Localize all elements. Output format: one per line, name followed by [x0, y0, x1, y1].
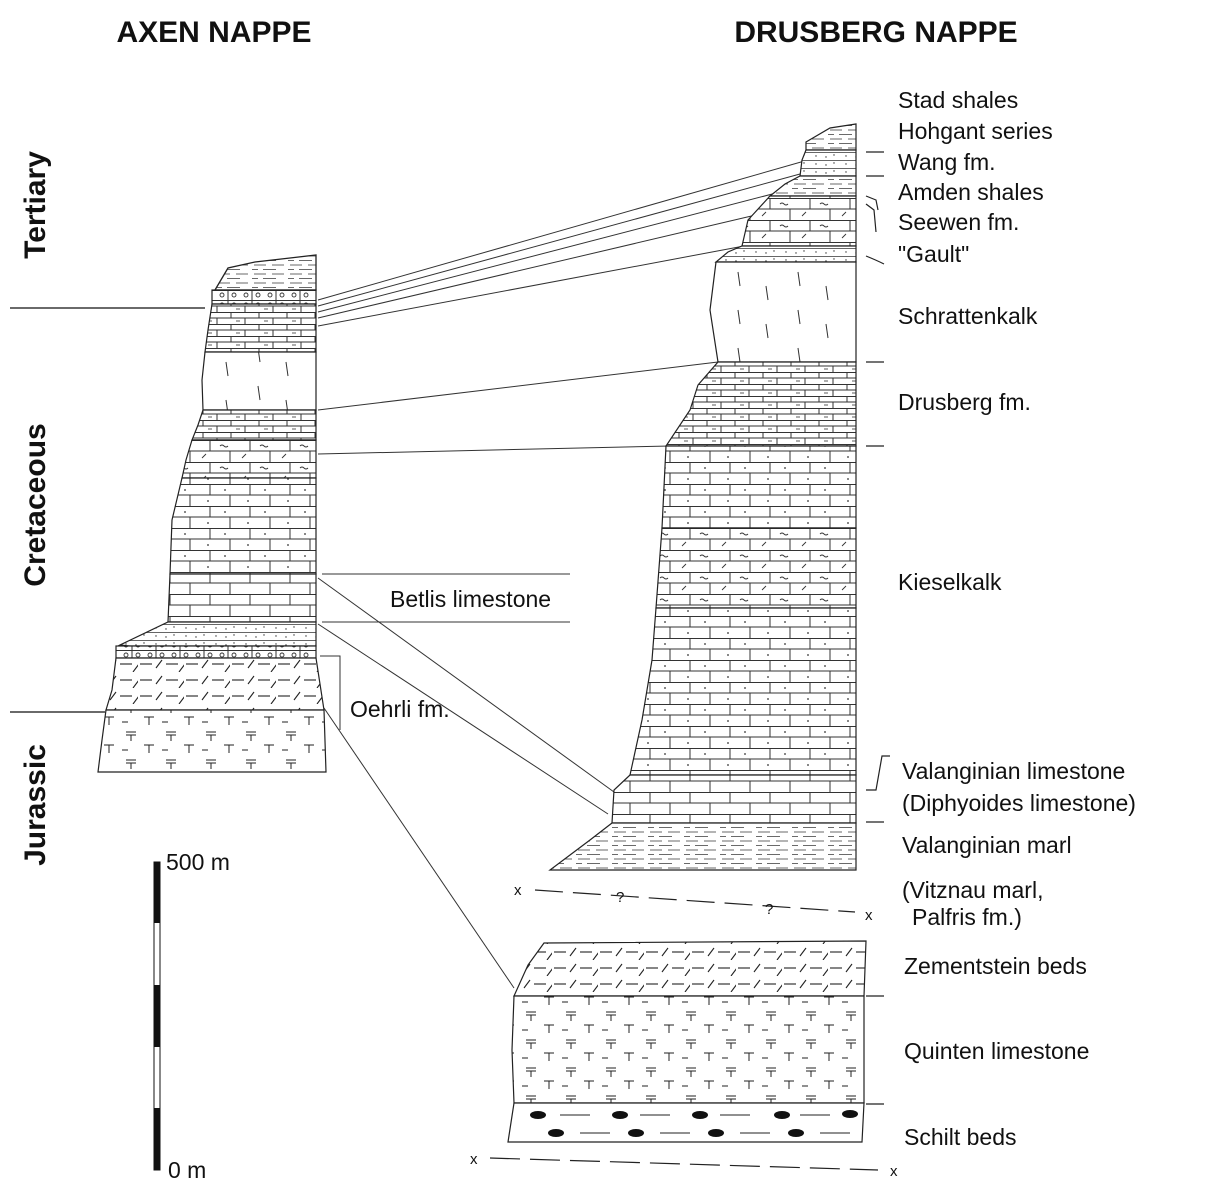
- wang-fm-label: Wang fm.: [898, 149, 996, 175]
- quinten-limestone-label: Quinten limestone: [904, 1038, 1089, 1064]
- x-marker-upper-left: x: [514, 882, 522, 899]
- axen-nappe-title: AXEN NAPPE: [116, 16, 311, 49]
- gault-label: "Gault": [898, 241, 969, 267]
- uncertain-boundary-lower: [489, 1157, 879, 1171]
- scale-bar: [153, 861, 161, 1171]
- scale-bottom-label: 0 m: [168, 1157, 206, 1180]
- zementstein-beds-label: Zementstein beds: [904, 953, 1087, 979]
- correlation-lines: [317, 159, 809, 989]
- hohgant-series-label: Hohgant series: [898, 118, 1053, 144]
- drusberg-nappe-title: DRUSBERG NAPPE: [734, 16, 1017, 49]
- question-mark-2: ?: [765, 901, 773, 918]
- valanginian-marl-label: Valanginian marl: [902, 832, 1072, 858]
- stad-shales-label: Stad shales: [898, 87, 1018, 113]
- x-marker-upper-right: x: [865, 907, 873, 924]
- drusberg-fm-label: Drusberg fm.: [898, 389, 1031, 415]
- drusberg-boundary-ticks: [865, 151, 890, 1105]
- kieselkalk-label: Kieselkalk: [898, 569, 1002, 595]
- era-tertiary-label: Tertiary: [19, 151, 52, 259]
- schilt-beds-label: Schilt beds: [904, 1124, 1017, 1150]
- valanginian-limestone-label: Valanginian limestone: [902, 758, 1125, 784]
- schrattenkalk-label: Schrattenkalk: [898, 303, 1038, 329]
- seewen-fm-label: Seewen fm.: [898, 209, 1019, 235]
- era-cretaceous-label: Cretaceous: [19, 423, 52, 586]
- x-marker-lower-right: x: [890, 1163, 898, 1180]
- drusberg-column: [507, 123, 867, 1143]
- x-marker-lower-left: x: [470, 1151, 478, 1168]
- diphyoides-limestone-label: (Diphyoides limestone): [902, 790, 1136, 816]
- scale-top-label: 500 m: [166, 849, 230, 875]
- oehrli-bracket: [320, 655, 341, 730]
- amden-shales-label: Amden shales: [898, 179, 1044, 205]
- oehrli-fm-label: Oehrli fm.: [350, 696, 450, 722]
- uncertain-boundary-upper: [534, 889, 856, 913]
- question-mark-1: ?: [616, 889, 624, 906]
- axen-column: [97, 254, 327, 773]
- betlis-limestone-label: Betlis limestone: [390, 586, 551, 612]
- palfris-fm-label: Palfris fm.): [912, 904, 1022, 930]
- era-jurassic-label: Jurassic: [19, 744, 52, 866]
- vitznau-marl-label: (Vitznau marl,: [902, 877, 1043, 903]
